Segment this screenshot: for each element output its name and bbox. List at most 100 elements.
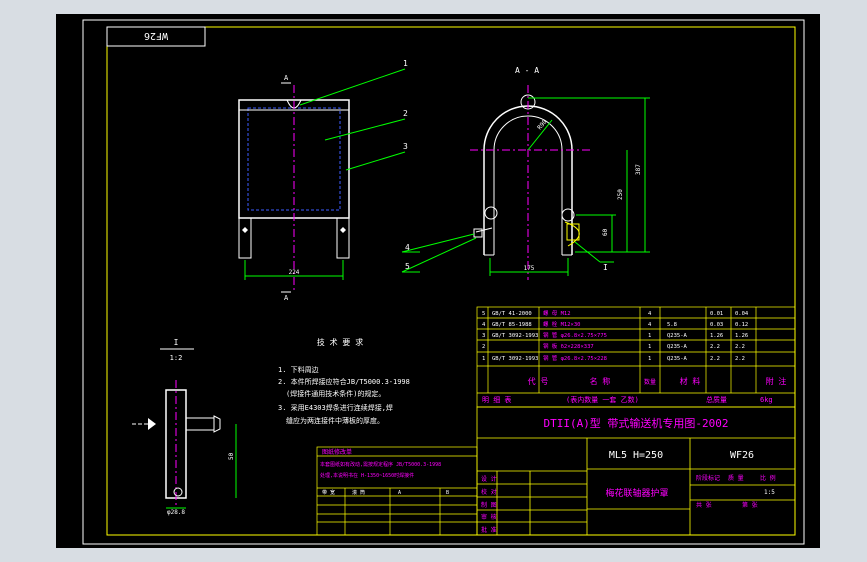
- tech-req-line-3: (焊接件通用技术条件)的规定。: [286, 389, 385, 398]
- change-table-header-4: B: [446, 490, 449, 496]
- drawing-background: [56, 14, 820, 548]
- role-approver: 批 准: [481, 526, 497, 534]
- parts-cell-name: 钢 管 φ26.8×2.75×228: [543, 354, 607, 362]
- total-weight-label: 总质量: [706, 395, 727, 404]
- parts-header-qty: 数量: [644, 378, 656, 386]
- detail-scale: 1:2: [170, 354, 183, 362]
- series-title: DTII(A)型 带式输送机专用图-2002: [543, 416, 728, 430]
- parts-cell-name: 螺 母 M12: [543, 309, 571, 317]
- parts-cell-material: Q235-A: [667, 333, 688, 339]
- detail-dim-height: 50: [228, 452, 235, 460]
- parts-cell-code: GB/T 3092-1993: [492, 333, 538, 339]
- callout-2: 2: [403, 109, 408, 118]
- stage-label: 阶段标记: [696, 474, 720, 482]
- role-designer: 设 计: [481, 475, 497, 483]
- change-table-header-3: A: [398, 490, 401, 496]
- change-table-note-2: 处理,本说明书在 H-1350~1650时焊接件: [320, 472, 414, 479]
- dim-bolt-height: 60: [602, 228, 609, 236]
- detail-view: I 1:2 50 φ28.8: [132, 338, 237, 516]
- drawing-code-mirrored: WF26: [144, 30, 168, 41]
- total-weight-value: 6kg: [760, 396, 773, 404]
- title-block-grid: [476, 406, 796, 536]
- parts-cell-code: GB/T 3092-1993: [492, 356, 538, 362]
- callout-5: 5: [405, 262, 410, 271]
- sheet-total-label: 共 张: [696, 501, 712, 509]
- drawing-number: WF26: [730, 450, 754, 461]
- code-box: [106, 26, 206, 47]
- parts-header-code: 代 号: [528, 376, 549, 386]
- dim-radius: R90: [536, 118, 549, 131]
- parts-cell-w2: 2.2: [735, 356, 745, 362]
- callout-3: 3: [403, 142, 408, 151]
- parts-cell-name: 钢 管 φ26.8×2.75×775: [543, 331, 607, 339]
- tech-requirements: 技 术 要 求 1. 下料周边 2. 本件所焊接应符合JB/T5000.3-19…: [278, 337, 410, 425]
- section-mark-top: A: [284, 74, 289, 82]
- tech-req-line-4: 3. 采用E4303焊条进行连续焊接,焊: [278, 403, 393, 412]
- parts-header-remark: 附 注: [766, 376, 787, 386]
- parts-cell-code: GB/T 85-1988: [492, 322, 532, 328]
- parts-cell-no: 4: [482, 322, 486, 328]
- detail-list-label: 明 细 表: [482, 395, 511, 404]
- change-table-header-2: 滚 筒: [352, 489, 365, 496]
- parts-cell-material: Q235-A: [667, 356, 688, 362]
- parts-cell-material: Q235-A: [667, 344, 688, 350]
- parts-cell-name: 螺 栓 M12×30: [543, 320, 581, 328]
- parts-cell-name: 钢 板 δ2×228×337: [543, 342, 594, 350]
- parts-cell-no: 5: [482, 311, 485, 317]
- role-drafter: 制 图: [481, 501, 497, 509]
- parts-cell-w1: 2.2: [710, 356, 720, 362]
- role-checker: 校 对: [481, 488, 497, 496]
- tech-req-line-1: 1. 下料周边: [278, 365, 319, 374]
- dim-height-total: 387: [635, 164, 642, 175]
- parts-cell-w2: 2.2: [735, 344, 745, 350]
- detail-callout: I: [603, 263, 608, 272]
- change-table-title: 图纸修改单: [322, 448, 352, 456]
- callout-4: 4: [405, 243, 410, 252]
- section-title-aa: A - A: [515, 66, 539, 75]
- parts-cell-w2: 0.04: [735, 311, 749, 317]
- parts-header-name: 名 称: [590, 376, 611, 386]
- role-reviewer: 审 核: [481, 513, 497, 521]
- dim-height: 250: [617, 189, 624, 200]
- parts-cell-w1: 0.03: [710, 322, 723, 328]
- parts-cell-qty: 1: [648, 333, 651, 339]
- change-table-header-1: 带 宽: [322, 489, 335, 496]
- change-table-note-1: 本套图纸如有改动,需按规定程序 JB/T5000.3-1998: [320, 461, 441, 468]
- qty-note: (表内数量 一套 乙数): [566, 395, 639, 404]
- section-mark-bottom: A: [284, 294, 289, 302]
- parts-cell-material: 5.8: [667, 322, 677, 328]
- section-a-a: A - A R90 175 387: [401, 66, 650, 280]
- parts-cell-qty: 1: [648, 356, 651, 362]
- detail-dim-width: φ28.8: [167, 509, 185, 516]
- parts-cell-w2: 0.12: [735, 322, 748, 328]
- scale-label: 比 例: [760, 474, 776, 482]
- parts-cell-qty: 4: [648, 322, 652, 328]
- dim-width-front: 224: [289, 269, 300, 276]
- parts-cell-w1: 2.2: [710, 344, 720, 350]
- parts-cell-no: 1: [482, 356, 485, 362]
- scale-value: 1:5: [764, 489, 775, 496]
- parts-cell-no: 3: [482, 333, 485, 339]
- tech-req-line-2: 2. 本件所焊接应符合JB/T5000.3-1998: [278, 377, 410, 386]
- callout-1: 1: [403, 59, 408, 68]
- parts-cell-w2: 1.26: [735, 333, 748, 339]
- sheet-no-label: 第 张: [742, 501, 758, 509]
- parts-cell-no: 2: [482, 344, 485, 350]
- parts-cell-w1: 1.26: [710, 333, 723, 339]
- parts-header-material: 材 料: [680, 376, 701, 386]
- outer-frame: [82, 19, 805, 545]
- inner-frame: [106, 26, 796, 536]
- parts-cell-qty: 4: [648, 311, 652, 317]
- part-name: 梅花联轴器护罩: [605, 487, 668, 499]
- change-table: [316, 446, 478, 536]
- detail-title: I: [174, 338, 179, 347]
- front-view: A A 224 1 2 3: [238, 59, 408, 302]
- machine-spec: ML5 H=250: [609, 450, 663, 461]
- tech-req-line-5: 缝应为两连接件中薄板的厚度。: [286, 416, 384, 425]
- tech-req-title: 技 术 要 求: [317, 337, 363, 347]
- dim-width-section: 175: [524, 265, 535, 272]
- parts-cell-qty: 1: [648, 344, 651, 350]
